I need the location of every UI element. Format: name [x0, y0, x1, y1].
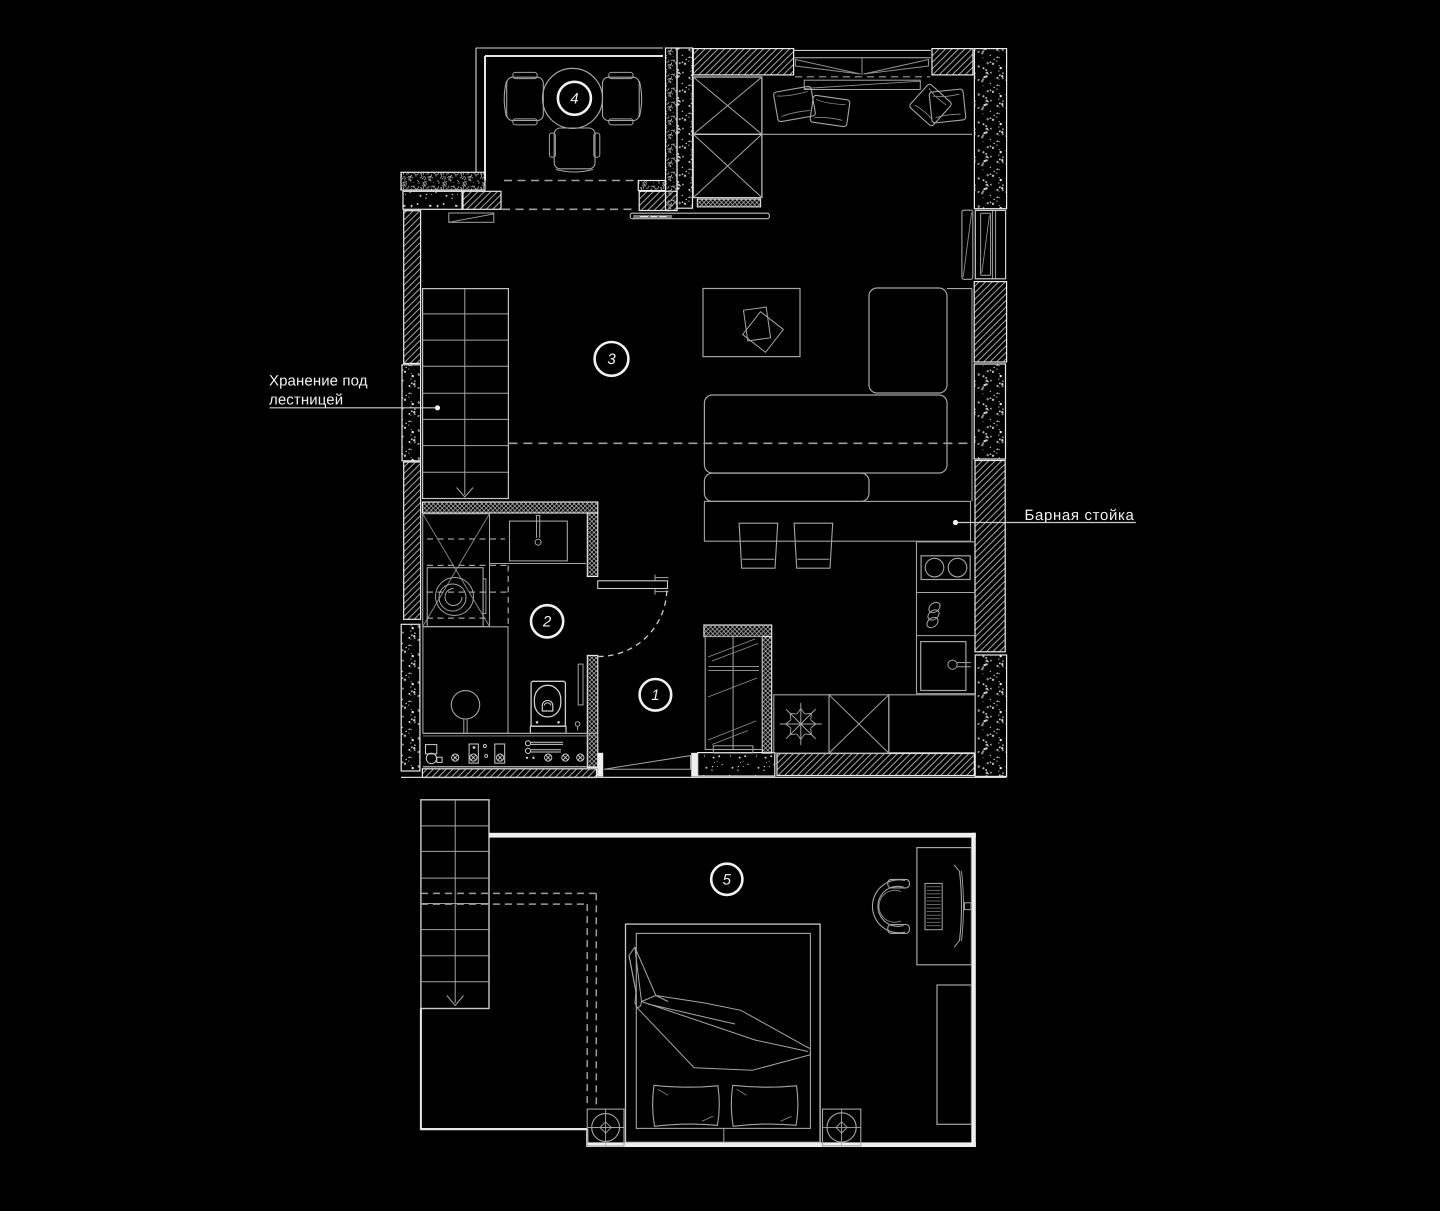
- svg-text:3: 3: [607, 351, 616, 368]
- svg-text:4: 4: [570, 91, 578, 108]
- svg-text:2: 2: [542, 614, 552, 631]
- svg-text:1: 1: [651, 687, 659, 704]
- svg-text:лестницей: лестницей: [269, 391, 343, 408]
- svg-text:5: 5: [723, 872, 732, 889]
- svg-text:Барная стойка: Барная стойка: [1025, 507, 1135, 524]
- svg-text:Хранение под: Хранение под: [269, 373, 368, 390]
